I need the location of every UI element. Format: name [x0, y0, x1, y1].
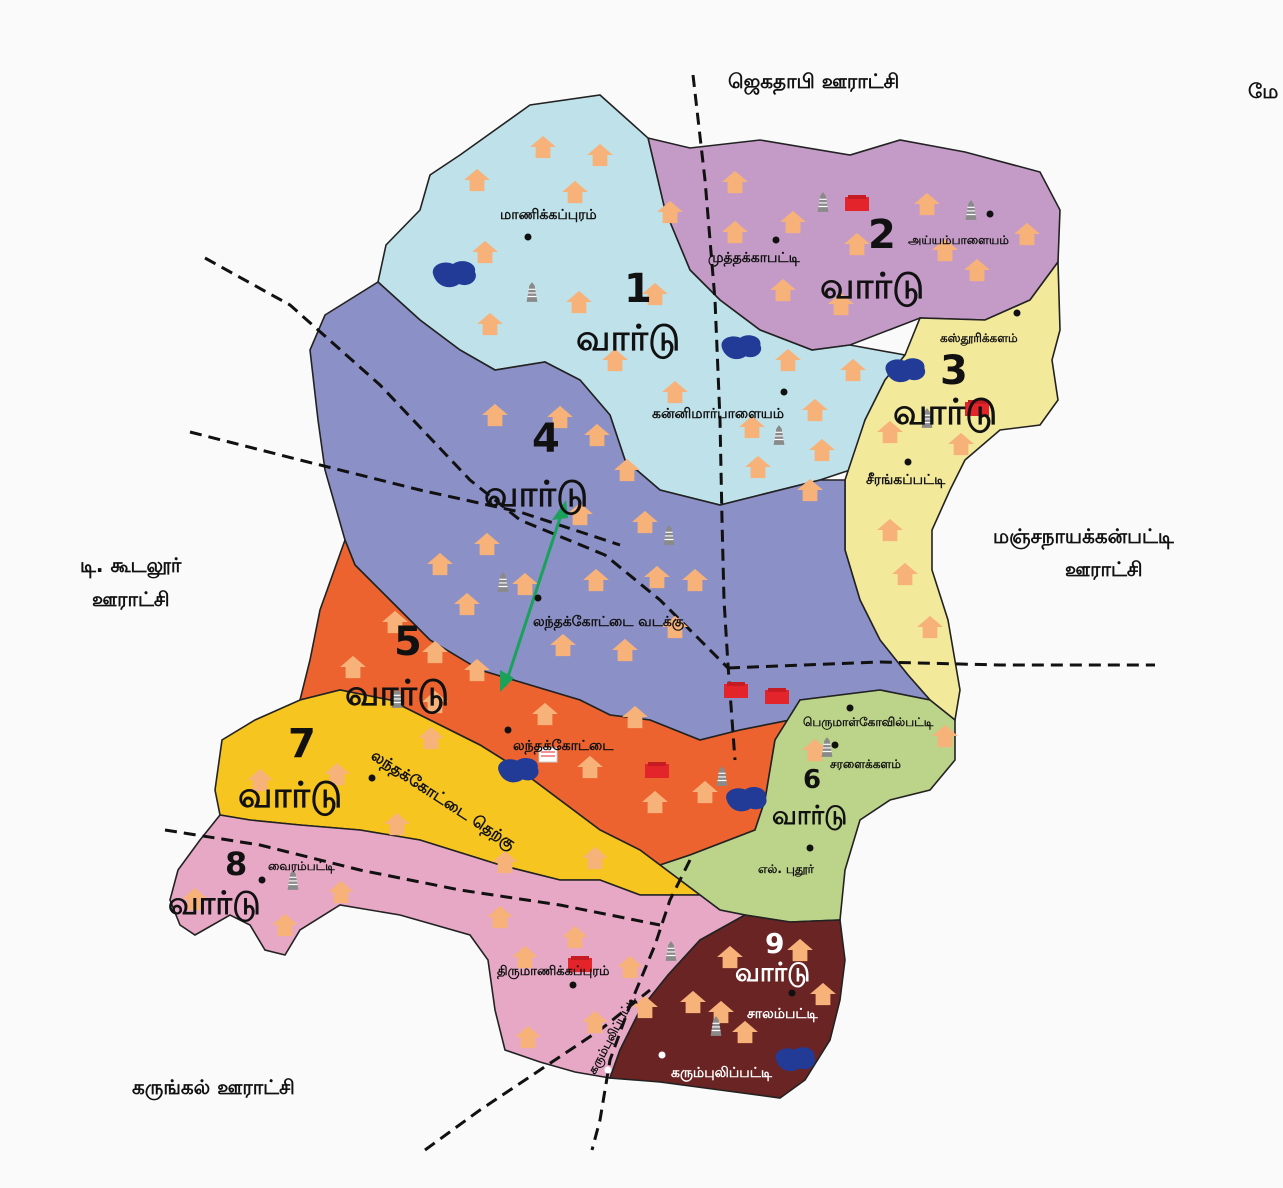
village-perumalkovilpatti: பெருமாள்கோவில்பட்டி [803, 715, 934, 730]
ward-7-word: வார்டு [238, 775, 342, 816]
village-lanthakottai: லந்தக்கோட்டை [513, 738, 614, 755]
building-icon [765, 688, 789, 704]
west-neighbor-label-2: ஊராட்சி [92, 587, 170, 611]
village-kannimarpalayam: கன்னிமார்பாளையம் [652, 406, 784, 422]
west-neighbor-label-1: டி. கூடலூர் [80, 553, 182, 579]
village-manikkappuram: மாணிக்கப்புரம் [500, 207, 597, 223]
ward-1-word: வார்டு [576, 318, 680, 359]
distance-arrow [500, 500, 568, 692]
ward-6-word: வார்டு [772, 801, 847, 831]
village-salampatti: சாலம்பட்டி [747, 1006, 819, 1022]
water-body-icon [432, 261, 476, 288]
ward-regions [169, 94, 1061, 1099]
east-neighbor-label-2: ஊராட்சி [1065, 557, 1143, 581]
building-icon [724, 682, 748, 698]
water-body-icon [721, 335, 762, 360]
village-saralaikkalam: சரளைக்களம் [830, 757, 901, 771]
village-seerangapatti: சீரங்கப்பட்டி [866, 472, 946, 488]
ward-8-region[interactable] [169, 814, 748, 1079]
ward-1-number: 1 [624, 266, 652, 312]
water-body-icon [498, 757, 539, 783]
ward-6-number: 6 [803, 765, 821, 795]
ward-2-word: வார்டு [820, 266, 924, 307]
ward-5-word: வார்டு [345, 673, 449, 714]
ward-2-number: 2 [868, 212, 896, 258]
village-lanthakottai-north: லந்தக்கோட்டை வடக்கு [533, 614, 685, 631]
school-icon [538, 747, 558, 763]
ward-3-word: வார்டு [893, 392, 997, 433]
village-karumpulipatti: கரும்புலிப்பட்டி [671, 1065, 773, 1081]
ward-9-number: 9 [765, 927, 784, 960]
building-icon [645, 762, 669, 778]
ward-5-number: 5 [394, 619, 422, 665]
ward-8-number: 8 [225, 845, 247, 883]
water-body-icon [775, 1047, 816, 1072]
village-kasthurikkalam: கஸ்தூரிக்களம் [940, 331, 1018, 346]
ward-4-number: 4 [532, 416, 560, 462]
north-neighbor-label: ஜெகதாபி ஊராட்சி [728, 69, 899, 96]
ward-labels: 1 வார்டு 2 வார்டு 3 வார்டு 4 வார்டு 5 வா… [168, 212, 997, 988]
building-icon [845, 195, 869, 211]
northeast-neighbor-label: மே [1248, 79, 1278, 103]
ward-8-word: வார்டு [168, 884, 261, 922]
village-vairampatti: வைரம்பட்டி [268, 859, 335, 874]
ward-4-word: வார்டு [484, 474, 588, 515]
water-body-icon [726, 786, 767, 812]
ward-7-number: 7 [288, 721, 316, 767]
ward-9-word: வார்டு [735, 958, 810, 988]
village-dots [258, 210, 1021, 1074]
village-muthakkapatti: முத்தக்காபட்டி [708, 250, 801, 267]
water-body-icon [885, 358, 926, 383]
village-thirumanikkapuram: திருமாணிக்கப்புரம் [497, 964, 610, 979]
village-ayyampalayam: அய்யம்பாளையம் [908, 233, 1009, 247]
village-el-puthur: எல். புதூர் [758, 862, 815, 877]
southwest-neighbor-label: கருங்கல் ஊராட்சி [132, 1075, 295, 1101]
east-neighbor-label-1: மஞ்சநாயக்கன்பட்டி [993, 524, 1175, 550]
ward-3-number: 3 [940, 348, 968, 394]
